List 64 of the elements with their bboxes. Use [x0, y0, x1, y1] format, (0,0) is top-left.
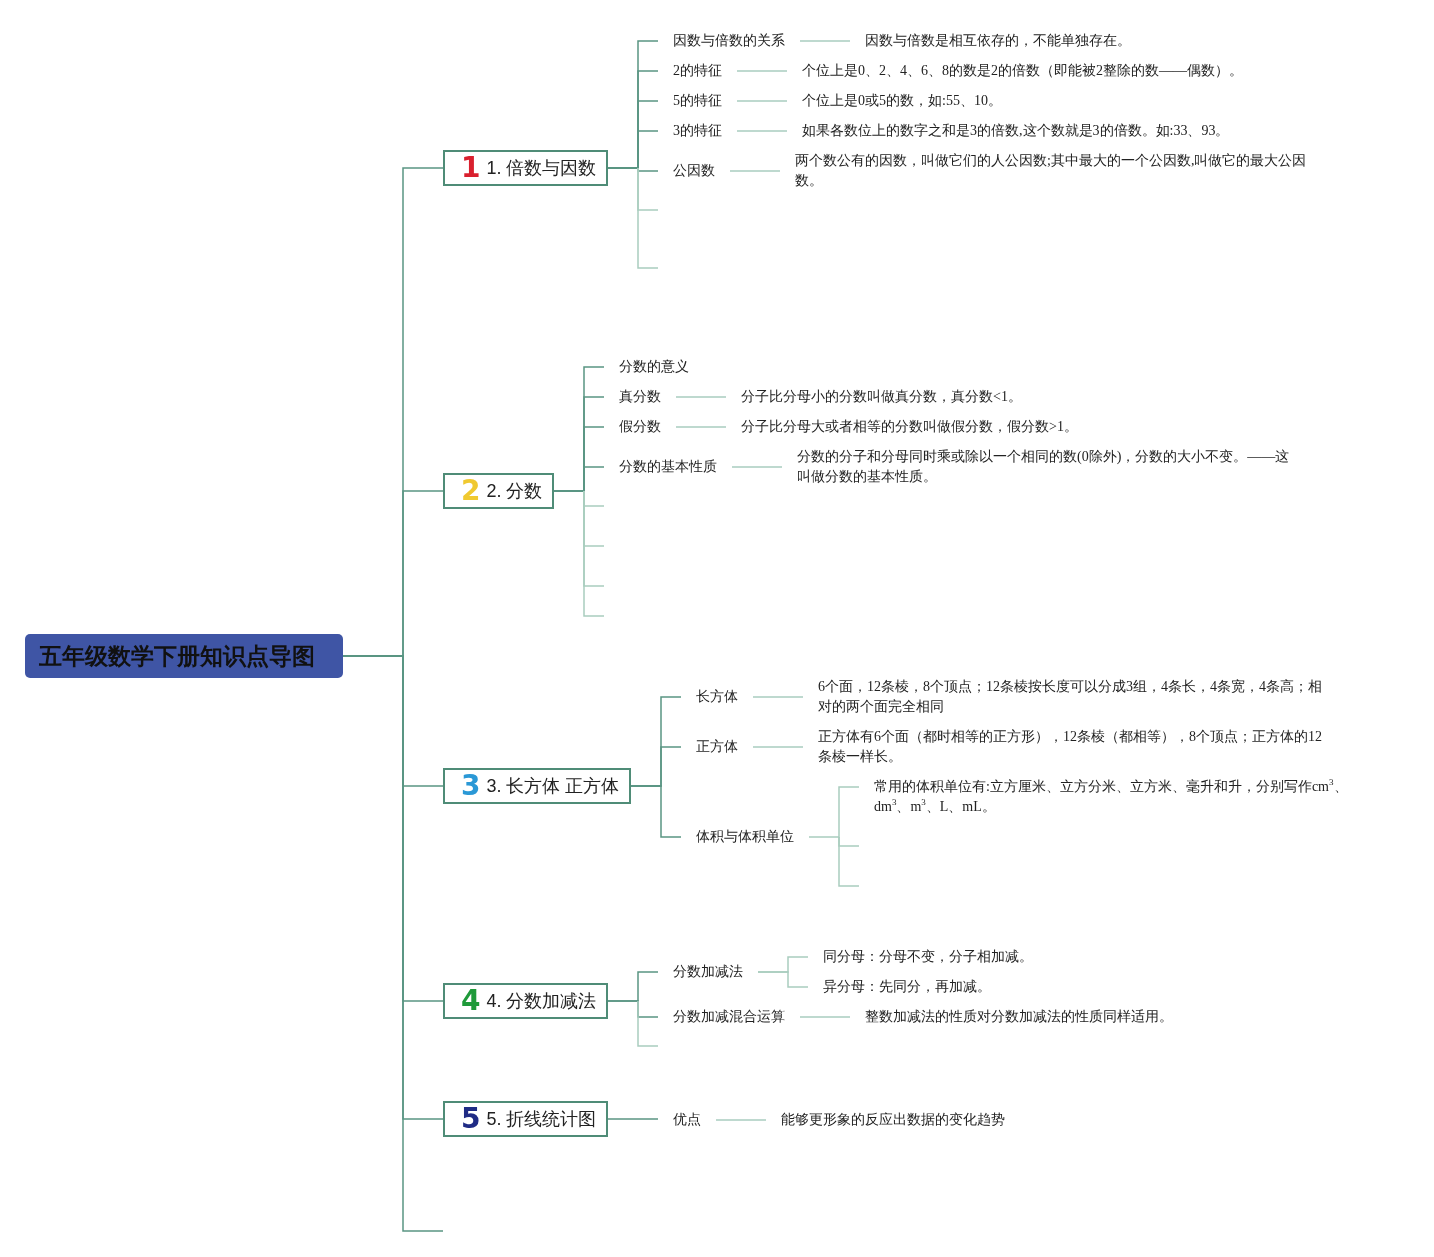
connector-line — [715, 1119, 767, 1121]
note-text: 分子比分母大或者相等的分数叫做假分数，假分数>1。 — [726, 417, 1078, 437]
subtopic-label: 正方体 — [681, 737, 753, 757]
connector-line — [553, 466, 605, 492]
topic-title: 1. 倍数与因数 — [486, 158, 597, 178]
topic-title: 5. 折线统计图 — [486, 1109, 597, 1129]
topic-number: 2 — [461, 475, 481, 507]
subtopic-label: 真分数 — [604, 387, 676, 407]
connector-line — [752, 746, 804, 748]
note-text: 正方体有6个面（都时相等的正方形），12条棱（都相等），8个顶点；正方体的12条棱一样长。 — [803, 727, 1323, 767]
topic-box — [443, 1101, 608, 1137]
note-text: 同分母：分母不变，分子相加减。 — [808, 947, 1033, 967]
note-text: 个位上是0、2、4、6、8的数是2的倍数（即能被2整除的数——偶数）。 — [787, 61, 1243, 81]
connector-line — [607, 167, 659, 172]
topic-box — [443, 768, 631, 804]
connector-line — [630, 785, 682, 838]
topic-number: 1 — [461, 152, 481, 184]
connector-line — [675, 396, 727, 398]
connector-line — [808, 786, 860, 838]
note-text: 分子比分母小的分数叫做真分数，真分数<1。 — [726, 387, 1022, 407]
topic-title: 4. 分数加减法 — [486, 991, 597, 1011]
subtopic-label: 分数加减混合运算 — [658, 1007, 800, 1027]
connector-line — [752, 696, 804, 698]
topic-box — [443, 150, 608, 186]
subtopic-label: 2的特征 — [658, 61, 737, 81]
connector-line — [731, 466, 783, 468]
subtopic-label: 分数的基本性质 — [604, 457, 732, 477]
topic-title: 2. 分数 — [486, 481, 543, 501]
note-text: 整数加减法的性质对分数加减法的性质同样适用。 — [850, 1007, 1173, 1027]
connector-line — [736, 100, 788, 102]
connector-line — [736, 70, 788, 72]
connector-line — [799, 1016, 851, 1018]
subtopic-label: 假分数 — [604, 417, 676, 437]
connector-line — [675, 426, 727, 428]
topic-number: 3 — [461, 770, 481, 802]
topic-number: 5 — [461, 1103, 481, 1135]
connector-line — [607, 1118, 659, 1120]
subtopic-label: 5的特征 — [658, 91, 737, 111]
subtopic-label: 3的特征 — [658, 121, 737, 141]
subtopic-label: 分数加减法 — [658, 962, 758, 982]
connector-line — [757, 971, 809, 988]
note-text: 分数的分子和分母同时乘或除以一个相同的数(0除外)，分数的大小不变。——这叫做分数的基本性质。 — [782, 447, 1302, 487]
subtopic-label: 分数的意义 — [604, 357, 704, 377]
central-topic: 五年级数学下册知识点导图 — [25, 634, 343, 678]
connector-line — [729, 170, 781, 172]
subtopic-label: 长方体 — [681, 687, 753, 707]
note-text: 异分母：先同分，再加减。 — [808, 977, 991, 997]
note-text: 因数与倍数是相互依存的，不能单独存在。 — [850, 31, 1131, 51]
subtopic-label: 因数与倍数的关系 — [658, 31, 800, 51]
note-text: 常用的体积单位有:立方厘米、立方分米、立方米、毫升和升，分别写作cm$^{3}$、dm$^{3}$、m$^{3}$、L、mL。 — [859, 777, 1359, 817]
connector-line — [736, 130, 788, 132]
subtopic-label: 优点 — [658, 1110, 716, 1130]
topic-title: 3. 长方体 正方体 — [486, 776, 620, 796]
note-text: 能够更形象的反应出数据的变化趋势 — [766, 1110, 1005, 1130]
connector-line — [799, 40, 851, 42]
note-text: 6个面，12条棱，8个顶点；12条棱按长度可以分成3组，4条长，4条宽，4条高；相对的两个面完全相同 — [803, 677, 1323, 717]
note-text: 个位上是0或5的数，如:55、10。 — [787, 91, 1002, 111]
note-text: 如果各数位上的数字之和是3的倍数,这个数就是3的倍数。如:33、93。 — [787, 121, 1230, 141]
topic-number: 4 — [461, 985, 481, 1017]
topic-box — [443, 983, 608, 1019]
subtopic-label: 体积与体积单位 — [681, 827, 809, 847]
topic-box — [443, 473, 554, 509]
note-text: 两个数公有的因数，叫做它们的人公因数;其中最大的一个公因数,叫做它的最大公因数。 — [780, 151, 1310, 191]
subtopic-label: 公因数 — [658, 161, 730, 181]
